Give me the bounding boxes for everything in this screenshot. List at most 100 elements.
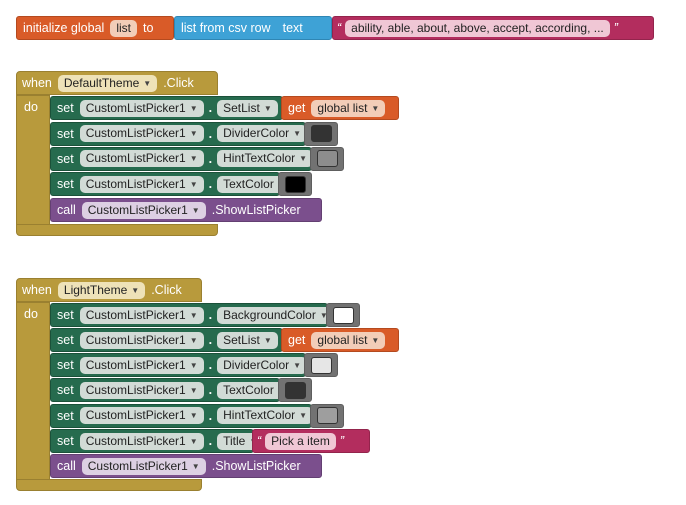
dropdown-triangle-icon: ▼ (189, 310, 198, 320)
close-quote: ” (339, 434, 345, 448)
text-field[interactable]: Pick a item (265, 432, 336, 450)
component-dropdown[interactable]: CustomListPicker1▼ (81, 457, 206, 475)
color-swatch[interactable] (316, 150, 338, 167)
text-string-block[interactable]: “Pick a item” (252, 429, 370, 453)
open-quote: “ (337, 21, 342, 35)
dropdown-triangle-icon: ▼ (191, 205, 200, 215)
event-body-left (16, 302, 50, 480)
component-dropdown[interactable]: CustomListPicker1▼ (79, 175, 204, 193)
component-dropdown[interactable]: CustomListPicker1▼ (79, 331, 204, 349)
set-label: set (57, 126, 74, 141)
close-quote: ” (613, 21, 618, 35)
color-block[interactable] (278, 172, 312, 196)
component-dropdown[interactable]: CustomListPicker1▼ (79, 381, 204, 399)
dropdown-triangle-icon: ▼ (189, 335, 198, 345)
text-label: text (282, 21, 303, 35)
set-label: set (57, 308, 74, 322)
call-label: call (57, 203, 76, 217)
method-name-label: .ShowListPicker (211, 459, 301, 473)
dot-separator: . (208, 434, 213, 448)
color-swatch[interactable] (316, 407, 338, 424)
call-label: call (57, 459, 76, 473)
call-method-block[interactable]: call CustomListPicker1▼ .ShowListPicker (50, 454, 322, 478)
color-block[interactable] (310, 403, 344, 428)
dropdown-triangle-icon: ▼ (371, 103, 380, 113)
color-swatch[interactable] (310, 356, 332, 374)
component-dropdown[interactable]: LightTheme▼ (57, 281, 146, 299)
dropdown-triangle-icon: ▼ (299, 154, 308, 163)
to-label: to (142, 21, 154, 35)
csv-text-field[interactable]: ability, able, about, above, accept, acc… (345, 19, 610, 37)
dot-separator: . (208, 408, 213, 423)
dropdown-triangle-icon: ▼ (189, 360, 198, 370)
dropdown-triangle-icon: ▼ (143, 78, 152, 88)
dropdown-triangle-icon: ▼ (189, 385, 198, 395)
color-swatch[interactable] (310, 125, 332, 142)
component-dropdown[interactable]: CustomListPicker1▼ (79, 125, 204, 142)
set-label: set (57, 434, 74, 448)
property-dropdown[interactable]: SetList▼ (217, 99, 278, 117)
global-var-name-field[interactable]: list (110, 19, 137, 37)
initialize-global-block[interactable]: initialize global list to (16, 16, 174, 40)
set-label: set (57, 101, 74, 115)
component-dropdown[interactable]: CustomListPicker1▼ (79, 432, 204, 450)
component-dropdown[interactable]: CustomListPicker1▼ (79, 407, 204, 424)
color-swatch[interactable] (284, 381, 306, 399)
property-dropdown[interactable]: HintTextColor▼ (217, 407, 314, 424)
dot-separator: . (208, 126, 213, 141)
color-swatch[interactable] (284, 175, 306, 193)
variable-dropdown[interactable]: global list▼ (311, 331, 386, 349)
color-block[interactable] (304, 353, 338, 377)
variable-dropdown[interactable]: global list▼ (311, 99, 386, 117)
set-label: set (57, 408, 74, 423)
dropdown-triangle-icon: ▼ (131, 285, 140, 295)
list-from-csv-row-block[interactable]: list from csv row text (174, 16, 332, 40)
property-dropdown[interactable]: DividerColor▼ (217, 356, 308, 374)
property-dropdown[interactable]: SetList▼ (217, 331, 278, 349)
dot-separator: . (208, 358, 213, 372)
component-dropdown[interactable]: DefaultTheme▼ (57, 74, 158, 92)
csv-text-block[interactable]: “ ability, able, about, above, accept, a… (332, 16, 654, 40)
property-dropdown[interactable]: Title▼ (217, 432, 264, 450)
dropdown-triangle-icon: ▼ (189, 411, 198, 420)
color-swatch[interactable] (332, 306, 354, 324)
color-block[interactable] (310, 146, 344, 171)
component-dropdown[interactable]: CustomListPicker1▼ (79, 150, 204, 167)
when-label: when (22, 76, 52, 90)
property-dropdown[interactable]: DividerColor▼ (217, 125, 308, 142)
color-block[interactable] (278, 378, 312, 402)
color-block[interactable] (326, 303, 360, 327)
dropdown-triangle-icon: ▼ (263, 335, 272, 345)
color-block[interactable] (304, 121, 338, 146)
set-label: set (57, 151, 74, 166)
set-label: set (57, 383, 74, 397)
do-label: do (24, 100, 38, 114)
dot-separator: . (208, 151, 213, 166)
component-dropdown[interactable]: CustomListPicker1▼ (81, 201, 206, 219)
set-label: set (57, 333, 74, 347)
list-from-csv-row-label: list from csv row (181, 21, 271, 35)
component-dropdown[interactable]: CustomListPicker1▼ (79, 306, 204, 324)
dropdown-triangle-icon: ▼ (189, 103, 198, 113)
property-dropdown[interactable]: BackgroundColor▼ (217, 306, 334, 324)
do-label: do (24, 307, 38, 321)
component-dropdown[interactable]: CustomListPicker1▼ (79, 356, 204, 374)
event-name-label: .Click (163, 76, 194, 90)
component-dropdown[interactable]: CustomListPicker1▼ (79, 99, 204, 117)
property-dropdown[interactable]: HintTextColor▼ (217, 150, 314, 167)
event-footer (16, 479, 202, 491)
dropdown-triangle-icon: ▼ (299, 411, 308, 420)
